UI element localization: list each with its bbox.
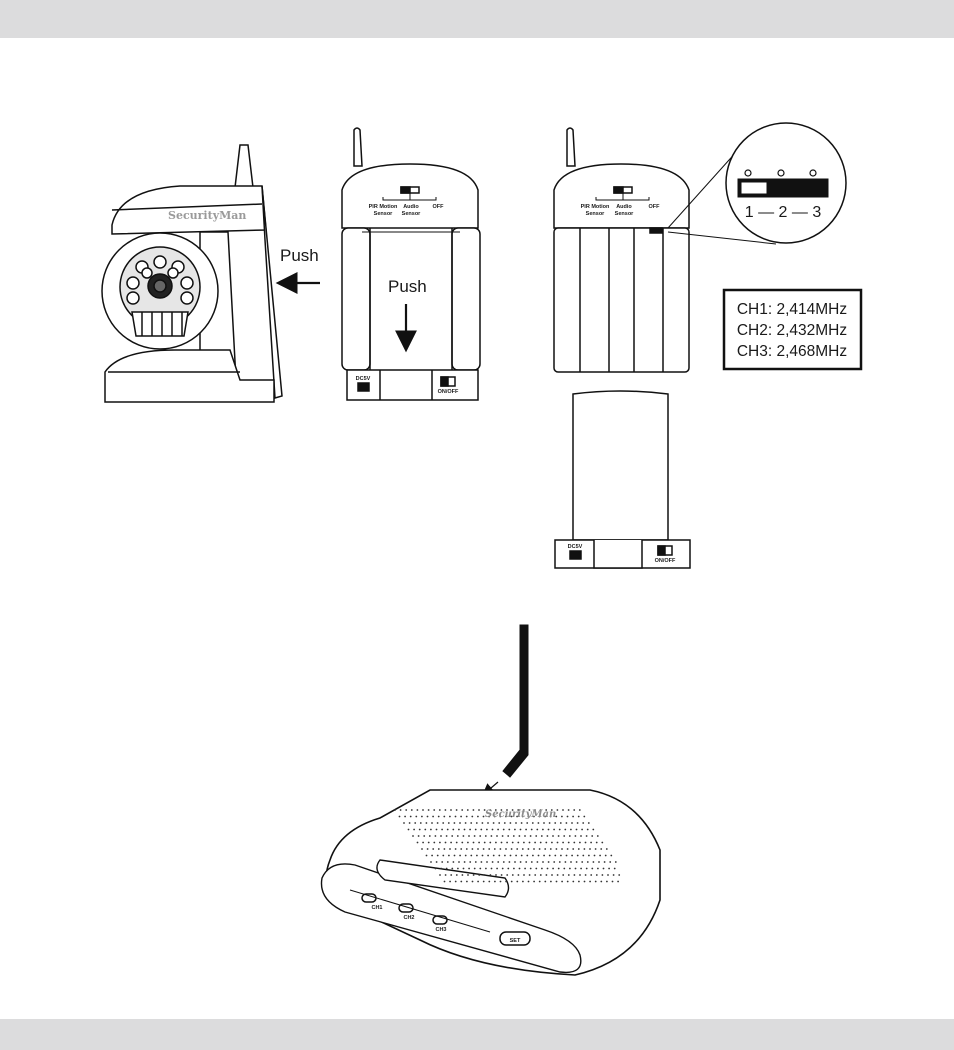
footer-band [0,1019,954,1050]
camera-back-view-closed [553,127,690,373]
off-label: OFF [433,204,445,210]
power-switch-label: ON/OFF [438,389,459,395]
pir-label-1: PIR Motion [369,204,398,210]
camera-back-view-open [341,127,481,401]
camera-back-cover [554,390,691,569]
header-band [0,0,954,38]
audio-label-b1: Audio [616,204,632,210]
camera-brand-label: SecurityMan [168,209,246,222]
pir-label-b1: PIR Motion [581,204,610,210]
pir-label-2: Sensor [374,211,394,217]
receiver-brand-label: SecurityMan [485,809,556,820]
channel-1-text: CH1: 2,414MHz [737,301,847,318]
channel-info-box [722,288,863,371]
push-down-label: Push [388,277,427,296]
speaker-grille [394,809,621,883]
power-switch-label-cover: ON/OFF [655,558,676,564]
camera-side-view: SecurityMan [101,144,283,403]
channel-switch-zoom [667,122,847,245]
channel-scale-label: 1 — 2 — 3 [745,204,822,221]
pir-label-b2: Sensor [586,211,606,217]
channel-3-text: CH3: 2,468MHz [737,343,847,360]
dc-port-label-cover: DC5V [568,544,583,550]
audio-label-2: Sensor [402,211,422,217]
receiver-led-ch2: CH2 [403,915,414,921]
push-left-label: Push [280,246,319,265]
channel-2-text: CH2: 2,432MHz [737,322,847,339]
audio-label-1: Audio [403,204,419,210]
dc-port-label: DC5V [356,376,371,382]
audio-label-b2: Sensor [615,211,635,217]
off-label-b: OFF [649,204,661,210]
receiver-led-ch3: CH3 [435,927,446,933]
receiver-led-ch1: CH1 [371,905,382,911]
receiver-set-button-label: SET [510,938,521,944]
receiver-unit [320,624,661,976]
